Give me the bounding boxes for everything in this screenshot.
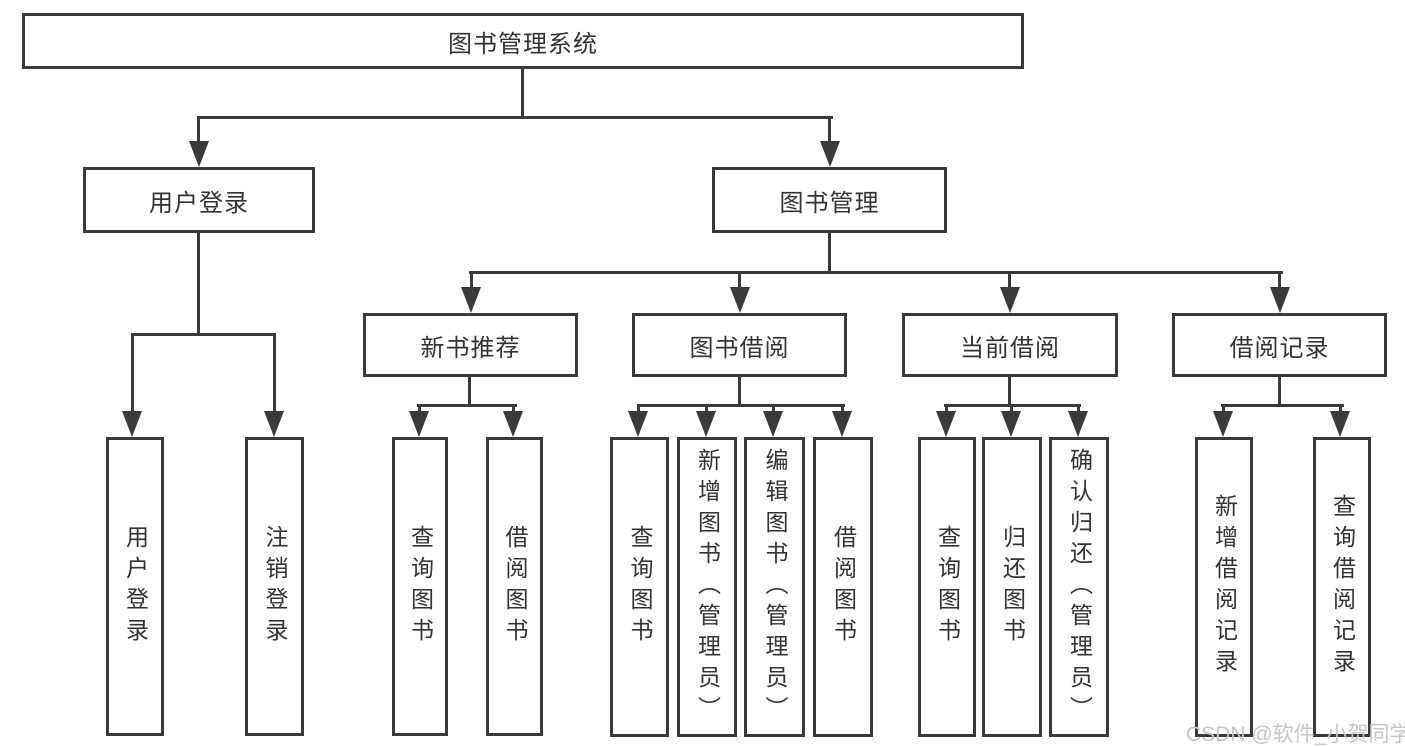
connector-line [738, 271, 741, 289]
node-leaf-query-books-current: 查询图书 [918, 437, 976, 737]
connector-line [273, 333, 276, 413]
connector-line [828, 231, 831, 274]
connector-line [1339, 404, 1342, 416]
connector-line [521, 66, 524, 119]
connector-line [1278, 375, 1281, 407]
connector-line [417, 404, 517, 407]
arrowhead-icon [730, 287, 750, 313]
arrowhead-icon [832, 411, 852, 437]
connector-line [945, 404, 948, 416]
connector-line [512, 404, 515, 416]
arrowhead-icon [1330, 411, 1350, 437]
connector-line [828, 116, 831, 144]
arrowhead-icon [1068, 411, 1088, 437]
arrowhead-icon [264, 411, 284, 437]
node-leaf-borrow-books-recommend: 借阅图书 [486, 437, 543, 736]
connector-line [131, 333, 276, 336]
node-leaf-edit-book-admin: 编辑图书（管理员） [744, 437, 805, 737]
arrowhead-icon [461, 287, 481, 313]
node-leaf-borrow-books: 借阅图书 [813, 437, 873, 737]
connector-line [470, 271, 473, 289]
arrowhead-icon [189, 141, 209, 167]
arrowhead-icon [122, 411, 142, 437]
connector-line [841, 404, 844, 416]
node-leaf-add-book-admin: 新增图书（管理员） [677, 437, 737, 737]
node-leaf-add-borrow-record: 新增借阅记录 [1195, 437, 1253, 737]
arrowhead-icon [1001, 411, 1021, 437]
connector-line [197, 116, 200, 144]
connector-line [772, 404, 775, 416]
arrowhead-icon [936, 411, 956, 437]
node-current-borrowing: 当前借阅 [902, 313, 1118, 377]
connector-line [197, 116, 833, 119]
arrowhead-icon [1270, 287, 1290, 313]
arrowhead-icon [1000, 287, 1020, 313]
node-leaf-query-books-recommend: 查询图书 [392, 437, 448, 736]
arrowhead-icon [503, 411, 523, 437]
connector-line [1010, 404, 1013, 416]
csdn-watermark: CSDN @软件_小贺同学 [1186, 723, 1405, 746]
node-leaf-return-books: 归还图书 [982, 437, 1042, 737]
arrowhead-icon [820, 141, 840, 167]
node-leaf-query-borrow-record: 查询借阅记录 [1313, 437, 1371, 737]
connector-line [468, 375, 471, 407]
arrowhead-icon [763, 411, 783, 437]
connector-line [469, 271, 1283, 274]
arrowhead-icon [628, 411, 648, 437]
connector-line [1008, 375, 1011, 407]
arrowhead-icon [1213, 411, 1233, 437]
connector-line [637, 404, 640, 416]
node-leaf-user-login: 用户登录 [106, 437, 164, 736]
node-borrowing-records: 借阅记录 [1172, 313, 1387, 377]
node-book-borrowing: 图书借阅 [632, 313, 847, 377]
connector-line [418, 404, 421, 416]
connector-line [705, 404, 708, 416]
node-leaf-logout: 注销登录 [245, 437, 304, 736]
connector-line [1221, 404, 1344, 407]
arrowhead-icon [409, 411, 429, 437]
node-book-management: 图书管理 [712, 167, 947, 233]
node-library-management-system: 图书管理系统 [22, 13, 1024, 69]
node-new-book-recommendation: 新书推荐 [363, 313, 578, 377]
connector-line [1008, 271, 1011, 289]
connector-line [1222, 404, 1225, 416]
connector-line [1077, 404, 1080, 416]
node-user-login: 用户登录 [83, 167, 315, 233]
connector-line [197, 231, 200, 336]
connector-line [738, 375, 741, 407]
connector-line [1278, 271, 1281, 289]
connector-line [637, 404, 845, 407]
node-leaf-confirm-return-admin: 确认归还（管理员） [1049, 437, 1109, 737]
arrowhead-icon [696, 411, 716, 437]
node-leaf-query-books-borrowing: 查询图书 [610, 437, 669, 737]
connector-line [131, 333, 134, 413]
